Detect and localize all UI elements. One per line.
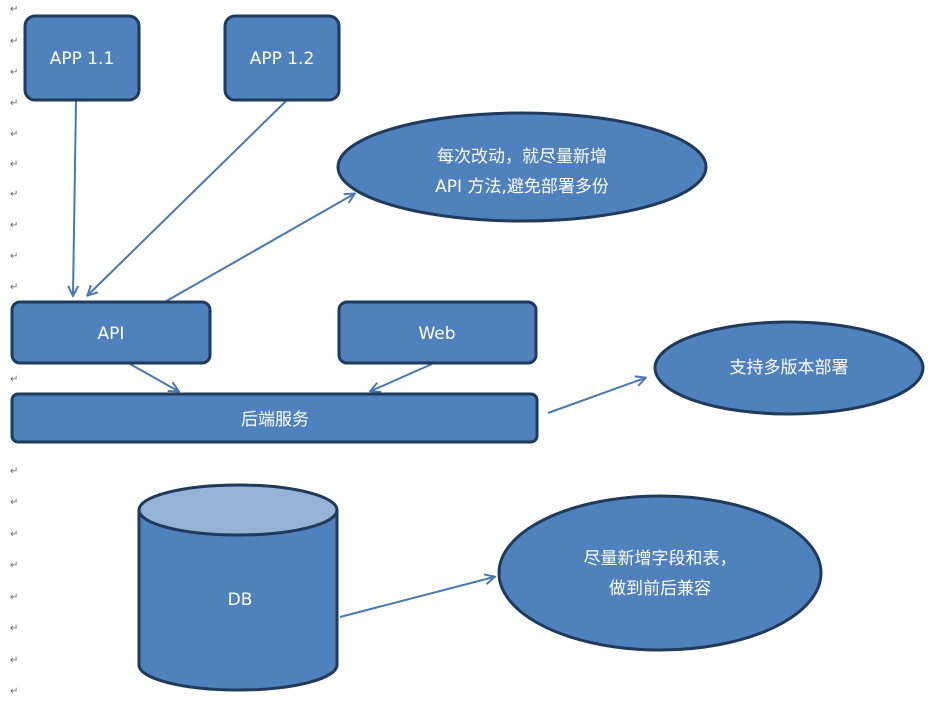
paragraph-mark: ↵ xyxy=(10,560,18,571)
node-api-label: API xyxy=(98,324,125,344)
node-api: API xyxy=(10,300,212,365)
note-multi-version-deploy-label: 支持多版本部署 xyxy=(730,358,849,378)
node-app-1-1-label: APP 1.1 xyxy=(50,49,115,69)
edge-api-note-api xyxy=(162,194,354,304)
note-api-methods: 每次改动，就尽量新增 API 方法,避免部署多份 xyxy=(336,111,708,223)
node-web: Web xyxy=(337,300,538,365)
paragraph-mark: ↵ xyxy=(10,655,18,666)
node-backend-service: 后端服务 xyxy=(10,392,539,444)
edge-app11-api xyxy=(73,100,76,295)
paragraph-mark: ↵ xyxy=(10,189,18,200)
node-web-label: Web xyxy=(418,324,455,344)
paragraph-mark: ↵ xyxy=(10,592,18,603)
paragraph-mark: ↵ xyxy=(10,36,18,47)
node-db-cylinder: DB xyxy=(137,483,339,692)
note-db-compat: 尽量新增字段和表， 做到前后兼容 xyxy=(497,494,823,652)
paragraph-mark: ↵ xyxy=(10,220,18,231)
paragraph-mark: ↵ xyxy=(10,251,18,262)
paragraph-mark: ↵ xyxy=(10,282,18,293)
paragraph-mark: ↵ xyxy=(10,623,18,634)
note-db-compat-line-1: 尽量新增字段和表， xyxy=(584,549,737,569)
edge-api-backend xyxy=(129,363,178,391)
edges xyxy=(73,100,645,618)
node-backend-service-label: 后端服务 xyxy=(241,410,309,430)
edge-db-note-db xyxy=(339,577,494,618)
edge-backend-note-deploy xyxy=(547,378,645,414)
paragraph-mark: ↵ xyxy=(10,374,18,385)
note-db-compat-line-2: 做到前后兼容 xyxy=(609,579,711,599)
node-app-1-1: APP 1.1 xyxy=(23,14,141,102)
node-db-label: DB xyxy=(228,590,253,610)
note-api-methods-line-2: API 方法,避免部署多份 xyxy=(435,177,609,197)
note-api-methods-line-1: 每次改动，就尽量新增 xyxy=(437,147,607,167)
edge-app12-api xyxy=(88,100,287,295)
edge-web-backend xyxy=(371,363,433,391)
paragraph-mark: ↵ xyxy=(10,4,18,15)
paragraph-mark: ↵ xyxy=(10,129,18,140)
paragraph-mark: ↵ xyxy=(10,466,18,477)
node-app-1-2-label: APP 1.2 xyxy=(250,49,315,69)
paragraph-marks: ↵ ↵ ↵ ↵ ↵ ↵ ↵ ↵ ↵ ↵ ↵ ↵ ↵ ↵ ↵ ↵ ↵ ↵ ↵ xyxy=(10,4,18,697)
paragraph-mark: ↵ xyxy=(10,529,18,540)
paragraph-mark: ↵ xyxy=(10,159,18,170)
paragraph-mark: ↵ xyxy=(10,67,18,78)
paragraph-mark: ↵ xyxy=(10,497,18,508)
paragraph-mark: ↵ xyxy=(10,686,18,697)
paragraph-mark: ↵ xyxy=(10,98,18,109)
note-multi-version-deploy: 支持多版本部署 xyxy=(653,320,925,416)
node-app-1-2: APP 1.2 xyxy=(223,14,341,102)
